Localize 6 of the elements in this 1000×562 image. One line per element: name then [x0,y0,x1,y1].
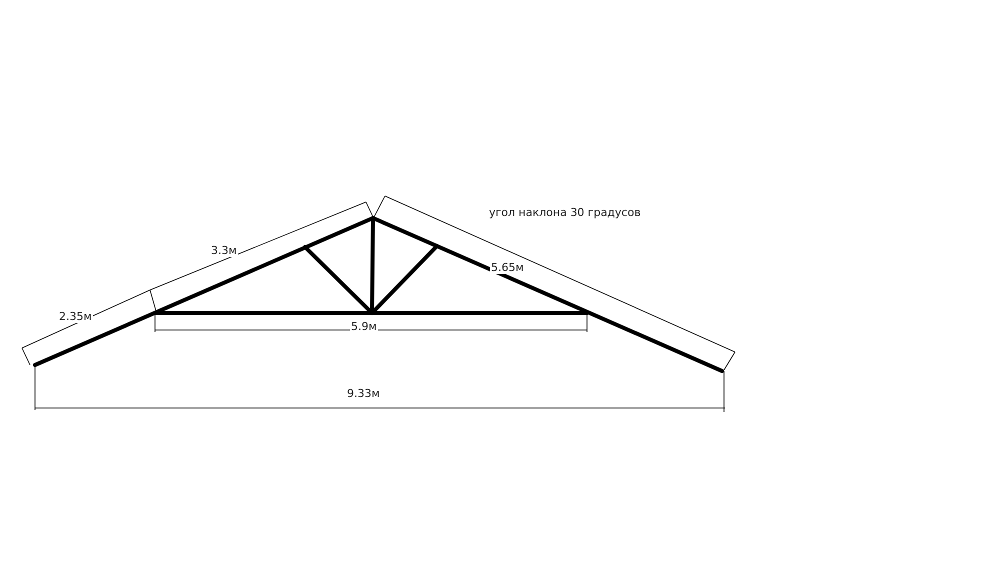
dimension-label: 3.3м [210,244,238,257]
dimension-label: 2.35м [58,310,93,323]
dimension-label: 9.33м [346,387,381,400]
dimension-label: 5.65м [490,261,525,274]
dimension-label: 5.9м [350,320,378,333]
slope-angle-note: угол наклона 30 градусов [488,206,642,219]
